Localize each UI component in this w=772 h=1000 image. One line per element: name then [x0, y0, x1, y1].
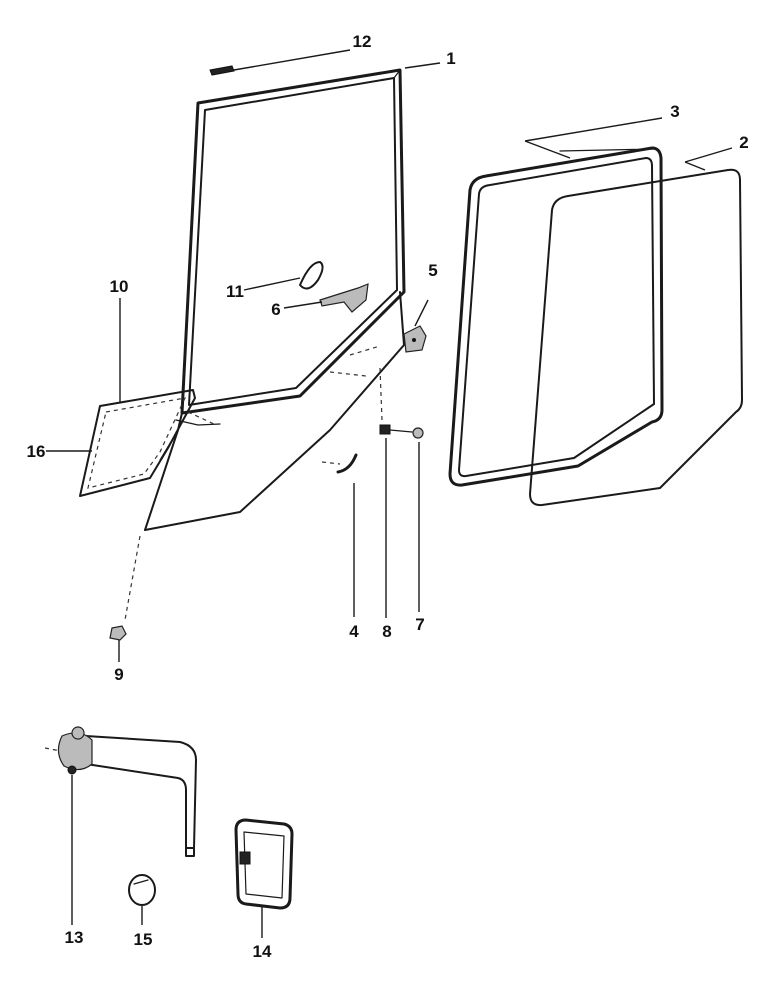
callout-16: 16: [27, 442, 46, 461]
callout-11: 11: [226, 282, 244, 301]
leader-lines: [46, 49, 733, 938]
callout-9: 9: [114, 665, 123, 684]
callout-12: 12: [353, 32, 372, 51]
callout-10: 10: [110, 277, 129, 296]
callout-13: 13: [65, 928, 84, 947]
part-11-grip: [299, 261, 324, 290]
callout-1: 1: [446, 49, 455, 68]
callout-14: 14: [253, 942, 272, 961]
callout-7: 7: [415, 615, 424, 634]
callout-8: 8: [382, 622, 391, 641]
part-16-panel: [79, 389, 215, 497]
part-4-strap: [321, 453, 358, 474]
part-5-latch: [403, 325, 427, 353]
callout-15: 15: [134, 930, 153, 949]
part-3-window-frame: [448, 146, 664, 487]
part-12-clip: [209, 65, 235, 76]
callout-labels: 12 1 3 2 5 10 11 6 16 4 8 7 9 13 15 14: [27, 32, 749, 961]
part-6-inner-handle: [319, 283, 369, 313]
callout-3: 3: [670, 102, 679, 121]
part-9-nut: [109, 625, 127, 641]
callout-4: 4: [349, 622, 359, 641]
assembly-lines: [44, 345, 383, 753]
part-15-knob: [128, 874, 156, 906]
part-13-mirror-arm: [57, 726, 197, 857]
part-14-mirror: [234, 818, 294, 910]
part-8-7-fasteners: [379, 424, 424, 439]
callout-6: 6: [271, 300, 280, 319]
part-2-glass-panel: [529, 168, 743, 507]
callout-5: 5: [428, 261, 437, 280]
callout-2: 2: [739, 133, 748, 152]
